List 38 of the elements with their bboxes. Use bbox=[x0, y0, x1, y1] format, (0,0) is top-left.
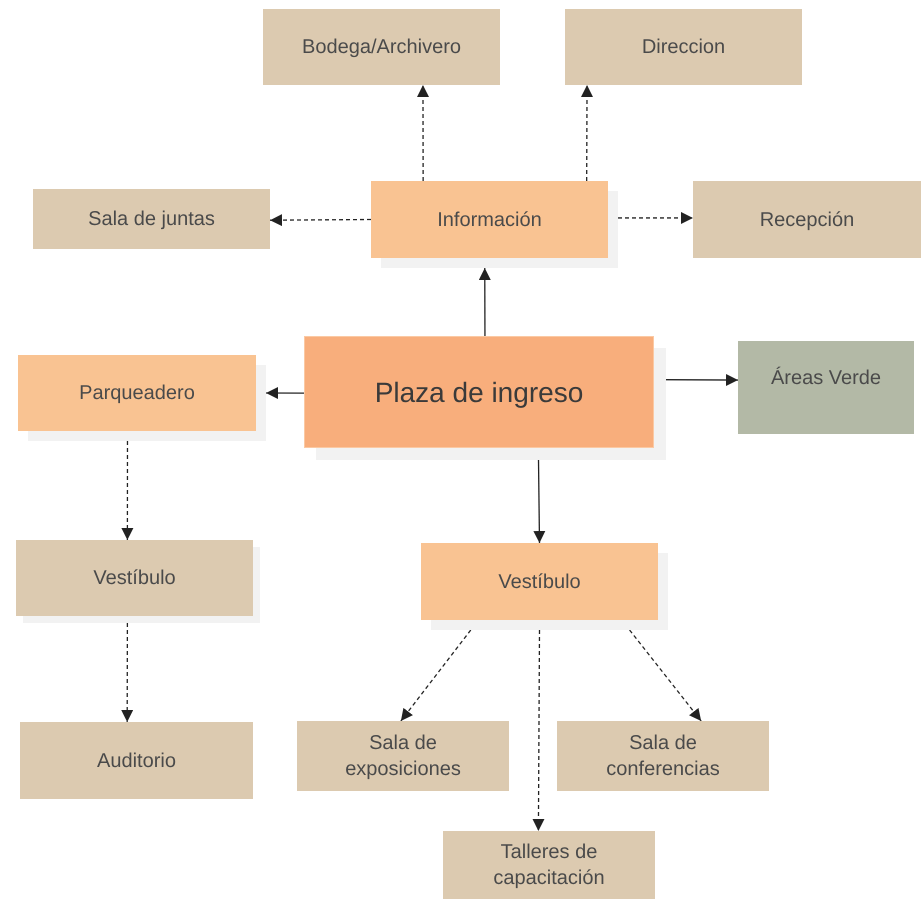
arrow bbox=[629, 630, 702, 722]
room-box bbox=[565, 9, 802, 85]
room-label: Sala de exposiciones bbox=[344, 731, 462, 782]
room-label: Vestíbulo bbox=[93, 566, 176, 591]
arrow bbox=[533, 460, 546, 543]
room-box bbox=[421, 543, 658, 620]
room-label: Recepción bbox=[760, 208, 854, 232]
room-box bbox=[693, 181, 921, 258]
arrow bbox=[618, 212, 693, 224]
room-label: Información bbox=[437, 208, 542, 232]
arrow bbox=[532, 630, 544, 831]
arrow bbox=[478, 268, 491, 336]
room-label: Plaza de ingreso bbox=[374, 376, 584, 410]
room-box bbox=[18, 355, 256, 431]
room-box bbox=[443, 831, 655, 899]
arrow bbox=[400, 630, 472, 722]
arrow bbox=[270, 214, 371, 226]
room-box bbox=[16, 540, 253, 616]
room-label: Parqueadero bbox=[79, 381, 195, 406]
room-label: Direccion bbox=[642, 35, 726, 60]
room-label: Sala de conferencias bbox=[605, 731, 721, 782]
arrow bbox=[121, 623, 134, 722]
room-box bbox=[20, 722, 253, 799]
room-label: Auditorio bbox=[97, 748, 176, 774]
room-label: Áreas Verde bbox=[770, 366, 882, 391]
room-box bbox=[371, 181, 608, 258]
room-box bbox=[738, 341, 914, 434]
arrow bbox=[417, 85, 429, 181]
arrow bbox=[581, 85, 593, 181]
room-label: Talleres de capacitación bbox=[492, 840, 606, 891]
room-box bbox=[297, 721, 509, 791]
room-label: Sala de juntas bbox=[88, 207, 215, 232]
room-label: Vestíbulo bbox=[498, 570, 581, 594]
room-label: Bodega/Archivero bbox=[302, 35, 461, 60]
room-box bbox=[263, 9, 500, 85]
room-box bbox=[33, 189, 270, 249]
room-box bbox=[557, 721, 769, 791]
arrow bbox=[666, 374, 738, 386]
